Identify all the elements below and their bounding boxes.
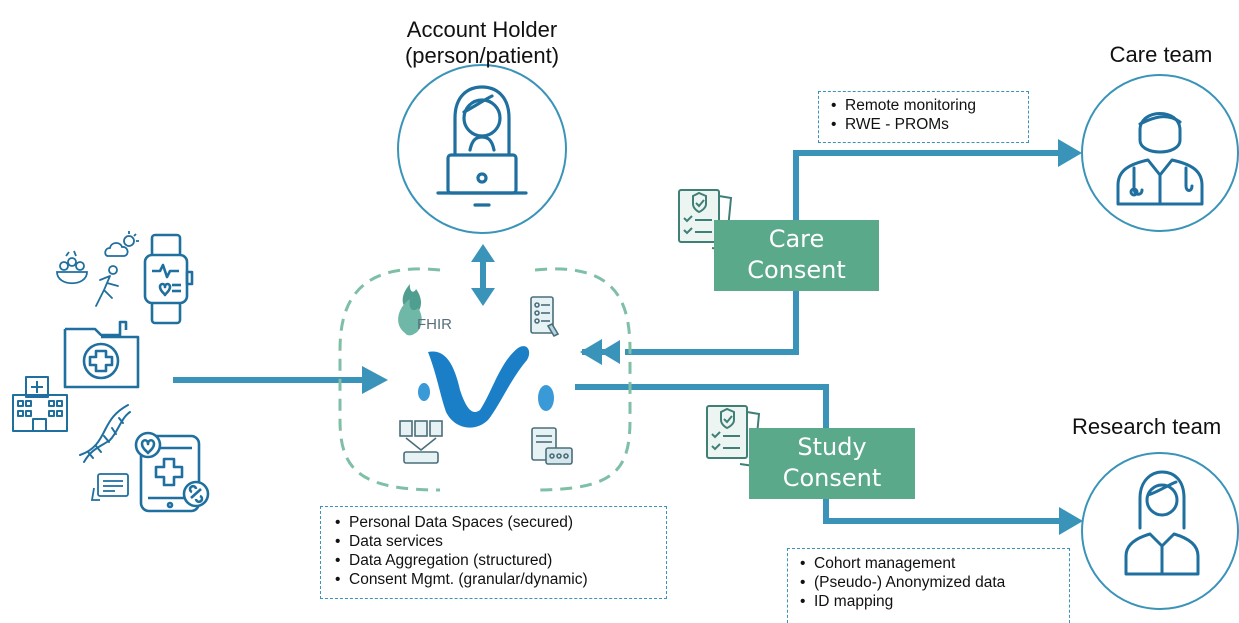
- care-consent-line2: Consent: [747, 256, 846, 284]
- platform-features-box: Personal Data Spaces (secured) Data serv…: [320, 506, 667, 599]
- arrow-account-platform-bidirectional: [471, 244, 495, 306]
- fhir-label: FHIR: [417, 316, 452, 333]
- platform-feature-item: Data services: [335, 532, 666, 551]
- account-holder-title-line1: Account Holder: [406, 17, 558, 42]
- research-use-item: (Pseudo-) Anonymized data: [800, 573, 1069, 592]
- medical-folder-icon: [63, 320, 140, 389]
- account-holder-title: Account Holder (person/patient): [367, 17, 597, 69]
- research-uses-list: Cohort management (Pseudo-) Anonymized d…: [800, 554, 1069, 611]
- health-app-phone-icon: [134, 431, 210, 513]
- care-consent-document-icon: [678, 189, 733, 252]
- care-team-node: [1081, 74, 1239, 232]
- hospital-icon: [12, 376, 68, 432]
- research-use-item: Cohort management: [800, 554, 1069, 573]
- platform-feature-item: Consent Mgmt. (granular/dynamic): [335, 570, 666, 589]
- data-aggregation-icon: [399, 420, 443, 464]
- care-consent-line1: Care: [768, 225, 825, 253]
- database-server-icon: [531, 427, 573, 465]
- checklist-icon: [530, 296, 560, 338]
- research-team-node: [1081, 452, 1239, 610]
- platform-boundary: [338, 267, 632, 492]
- researcher-icon: [1124, 470, 1200, 576]
- runner-icon: [95, 265, 119, 307]
- care-team-title: Care team: [1109, 42, 1213, 67]
- study-consent-line1: Study: [797, 433, 867, 461]
- care-use-item: RWE - PROMs: [831, 115, 1028, 134]
- tablet-icon: [90, 473, 129, 501]
- research-uses-box: Cohort management (Pseudo-) Anonymized d…: [787, 548, 1070, 623]
- platform-feature-item: Personal Data Spaces (secured): [335, 513, 666, 532]
- smartwatch-icon: [143, 233, 194, 325]
- research-team-title: Research team: [1072, 414, 1222, 439]
- study-consent-line2: Consent: [782, 464, 882, 492]
- fhir-flame-icon: [398, 284, 422, 336]
- weather-icon: [104, 231, 139, 257]
- arrow-sources-to-platform: [173, 366, 388, 394]
- care-consent-badge: Care Consent: [714, 220, 879, 291]
- account-holder-title-line2: (person/patient): [404, 43, 560, 68]
- study-consent-badge: Study Consent: [749, 428, 915, 499]
- study-consent-document-icon: [706, 405, 761, 468]
- research-use-item: ID mapping: [800, 592, 1069, 611]
- doctor-icon: [1116, 112, 1204, 206]
- person-laptop-icon: [436, 85, 528, 207]
- account-holder-node: [397, 64, 567, 234]
- platform-logo: [418, 346, 554, 428]
- platform-features-list: Personal Data Spaces (secured) Data serv…: [335, 513, 666, 589]
- care-uses-list: Remote monitoring RWE - PROMs: [831, 96, 1028, 134]
- platform-feature-item: Data Aggregation (structured): [335, 551, 666, 570]
- dna-icon: [79, 404, 131, 463]
- food-icon: [56, 250, 88, 285]
- care-uses-box: Remote monitoring RWE - PROMs: [818, 91, 1029, 143]
- care-use-item: Remote monitoring: [831, 96, 1028, 115]
